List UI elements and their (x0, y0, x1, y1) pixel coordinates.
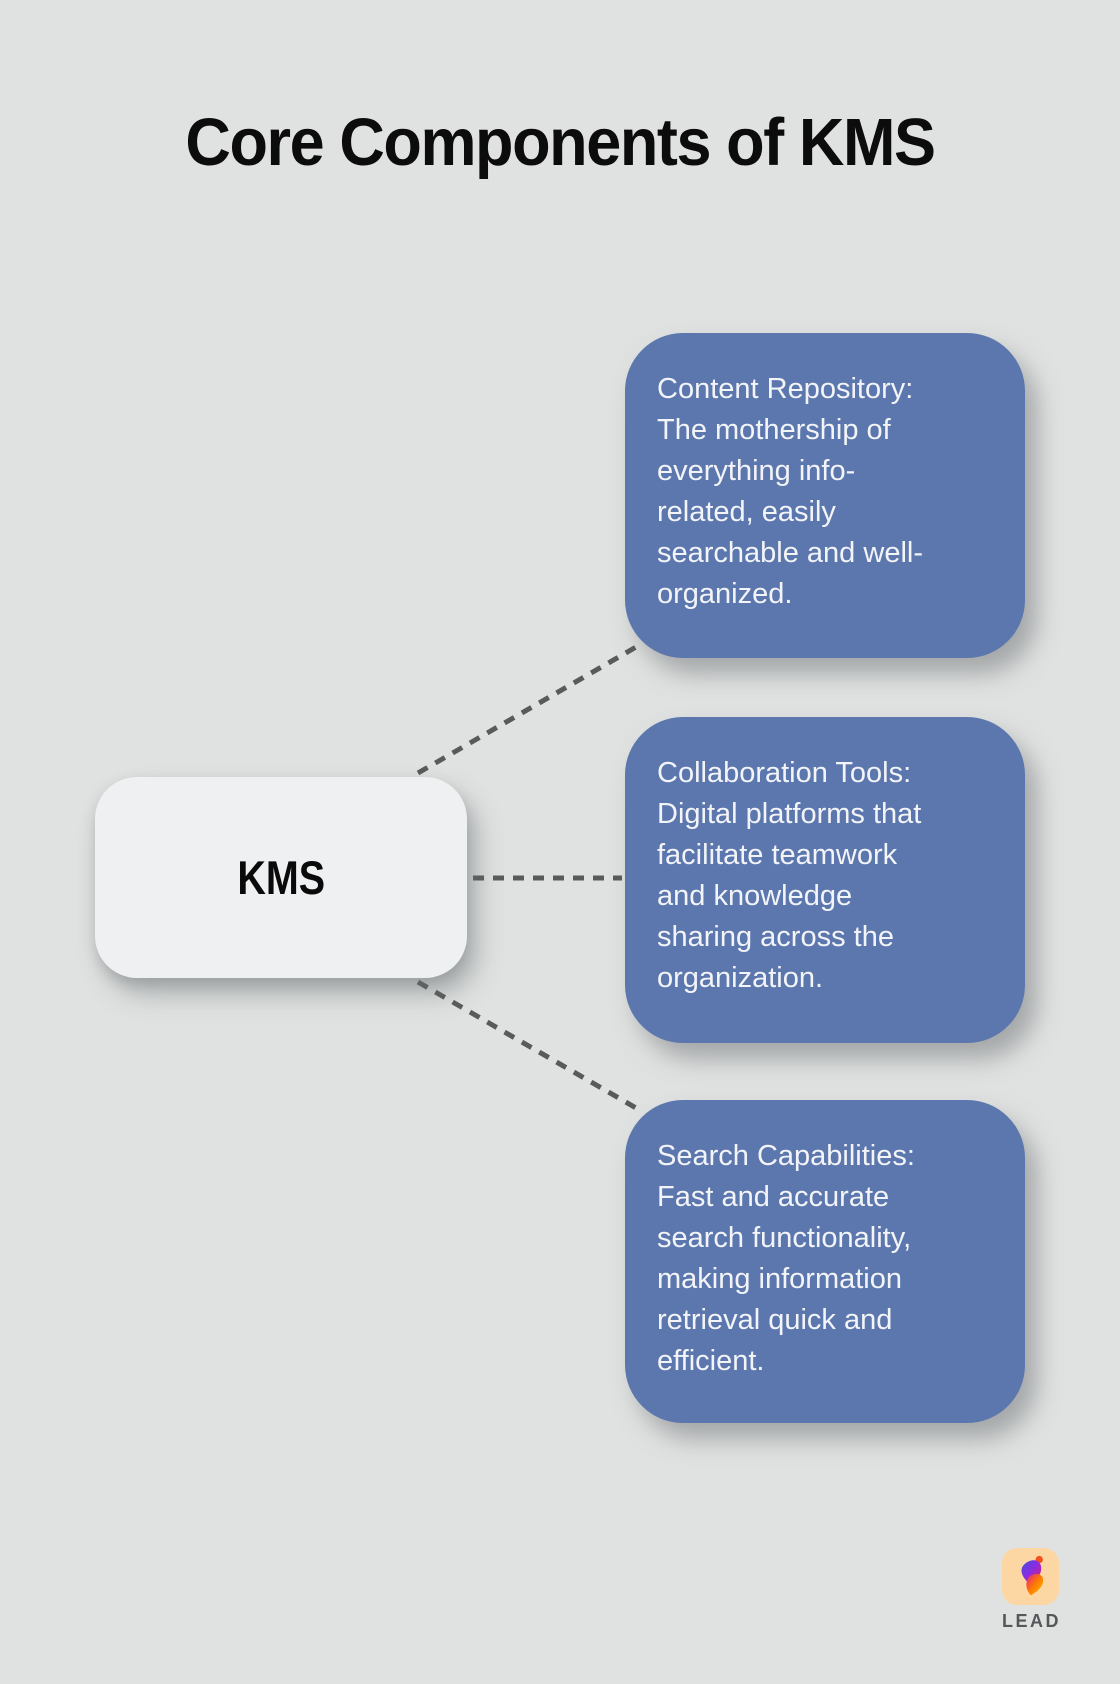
card-collaboration-tools: Collaboration Tools: Digital platforms t… (625, 717, 1025, 1043)
lead-logo: LEAD (1002, 1548, 1060, 1632)
lead-logo-wordmark: LEAD (1002, 1611, 1061, 1631)
card-search-capabilities: Search Capabilities: Fast and accurate s… (625, 1100, 1025, 1423)
connector-top (416, 640, 645, 776)
card-content-repository: Content Repository: The mothership of ev… (625, 333, 1025, 658)
card-content-repository-text: Content Repository: The mothership of ev… (657, 373, 923, 610)
card-search-capabilities-text: Search Capabilities: Fast and accurate s… (657, 1140, 915, 1377)
card-collaboration-tools-text: Collaboration Tools: Digital platforms t… (657, 757, 922, 994)
connector-bottom (416, 979, 645, 1115)
page-title: Core Components of KMS (185, 105, 936, 180)
lead-logo-icon (1002, 1548, 1059, 1605)
root-node-label: KMS (237, 851, 325, 904)
root-node-kms: KMS (95, 777, 467, 978)
